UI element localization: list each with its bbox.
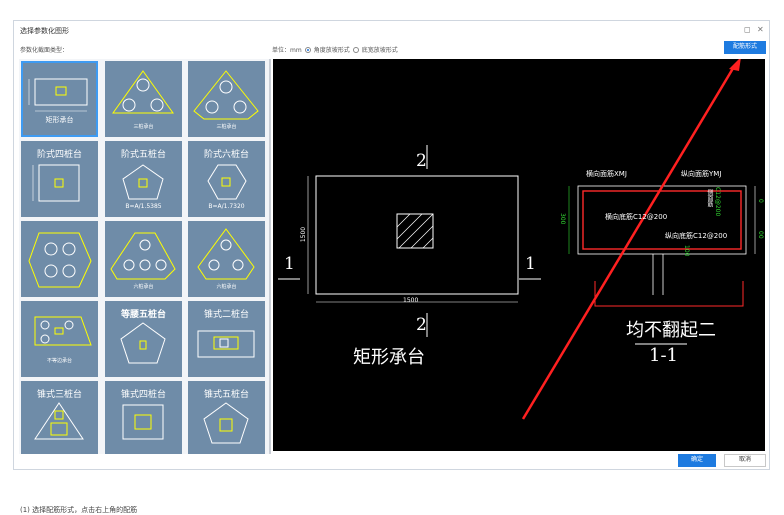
thumb-caption: 三桩承台 bbox=[216, 124, 237, 130]
title-bar: 选择参数化图形 ◻ ✕ bbox=[14, 21, 769, 39]
select-parametric-shape-dialog: 选择参数化图形 ◻ ✕ 参数化截面类型： 单位：mm 角度放坡形式 底宽放坡形式… bbox=[13, 20, 770, 470]
thumb-three-pile-cap-b[interactable]: 三桩承台 bbox=[188, 61, 265, 137]
section-dim-height: 300 bbox=[559, 213, 566, 225]
thumb-cone-five-pile[interactable]: 锥式五桩台 bbox=[188, 381, 265, 454]
shape-preview-canvas: 2 2 1 1 1500 1500 矩形承台 横向面筋XMJ 纵向面筋YMJ 横… bbox=[273, 57, 765, 451]
shape-thumbnail-list: 矩形承台 三桩承台 三桩承台 阶式四桩台 bbox=[19, 59, 271, 454]
thumb-title: 锥式三桩台 bbox=[36, 390, 82, 400]
plan-dim-width: 1500 bbox=[403, 297, 419, 304]
radio-bottom-width-slope[interactable] bbox=[352, 46, 359, 53]
thumb-six-pile-cap-a[interactable]: 六桩承台 bbox=[105, 221, 182, 297]
section-mark-bottom: 2 bbox=[416, 315, 427, 335]
rebar-bottom-y-label: 纵向底筋C12@200 bbox=[665, 232, 728, 240]
plan-caption: 矩形承台 bbox=[353, 347, 425, 368]
thumb-caption: B=A/1.5385 bbox=[125, 203, 162, 210]
section-mark-top: 2 bbox=[416, 151, 427, 171]
thumb-pile-cap-row3-a[interactable] bbox=[21, 221, 98, 297]
thumb-title: 阶式六桩台 bbox=[203, 150, 249, 160]
thumb-unequal-cap[interactable]: 不等边承台 bbox=[21, 301, 98, 377]
section-type-label: 参数化截面类型： bbox=[20, 47, 69, 54]
unit-label: 单位：mm bbox=[272, 47, 302, 54]
thumb-isosceles-five-pile[interactable]: 等腰五桩台 bbox=[105, 301, 182, 377]
section-mark-right: 1 bbox=[525, 254, 536, 274]
thumb-cone-two-pile[interactable]: 锥式二桩台 bbox=[188, 301, 265, 377]
thumb-six-pile-cap-b[interactable]: 六桩承台 bbox=[188, 221, 265, 297]
thumb-caption: B=A/1.7320 bbox=[208, 203, 245, 210]
section-dim-b: 0 bbox=[757, 199, 764, 203]
plan-dim-height: 1500 bbox=[300, 226, 308, 243]
rebar-bottom-x-label: 横向底筋C12@200 bbox=[605, 213, 668, 221]
rebar-top-x-label: 横向面筋XMJ bbox=[586, 170, 627, 178]
restore-icon[interactable]: ◻ bbox=[744, 25, 751, 34]
dialog-title: 选择参数化图形 bbox=[20, 27, 69, 35]
thumb-three-pile-cap-a[interactable]: 三桩承台 bbox=[105, 61, 182, 137]
section-name: 1-1 bbox=[649, 345, 678, 366]
thumb-title: 锥式四桩台 bbox=[120, 390, 166, 400]
side-rebar-spec: C12@200 bbox=[714, 187, 721, 217]
bottom-caption: (1) 选择配筋形式，点击右上角的配筋 bbox=[20, 506, 138, 514]
section-mark-left: 1 bbox=[284, 254, 295, 274]
thumb-stepped-six-pile[interactable]: 阶式六桩台 B=A/1.7320 bbox=[188, 141, 265, 217]
thumb-caption: 不等边承台 bbox=[46, 358, 72, 364]
thumb-rect-cap[interactable]: 矩形承台 bbox=[21, 61, 98, 137]
thumb-cone-three-pile[interactable]: 锥式三桩台 bbox=[21, 381, 98, 454]
thumb-caption: 三桩承台 bbox=[133, 124, 154, 130]
thumb-caption: 矩形承台 bbox=[45, 116, 74, 124]
thumb-title: 锥式五桩台 bbox=[203, 390, 249, 400]
thumb-title: 等腰五桩台 bbox=[120, 310, 166, 320]
ok-button[interactable]: 确定 bbox=[678, 454, 716, 467]
plan-outline bbox=[315, 175, 519, 295]
radio-angle-slope[interactable] bbox=[304, 46, 311, 53]
thumb-title: 阶式四桩台 bbox=[36, 150, 82, 160]
section-note: 均不翻起二 bbox=[626, 320, 716, 341]
thumb-stepped-five-pile[interactable]: 阶式五桩台 B=A/1.5385 bbox=[105, 141, 182, 217]
radio-angle-slope-label[interactable]: 角度放坡形式 bbox=[313, 47, 350, 54]
thumb-caption: 六桩承台 bbox=[133, 284, 154, 290]
thumb-title: 阶式五桩台 bbox=[120, 150, 166, 160]
thumb-title: 锥式二桩台 bbox=[203, 310, 249, 320]
cancel-button[interactable]: 取消 bbox=[724, 454, 766, 467]
thumb-stepped-four-pile[interactable]: 阶式四桩台 bbox=[21, 141, 98, 217]
rebar-config-button[interactable]: 配筋形式 bbox=[724, 41, 766, 54]
section-dim-a: 100 bbox=[683, 245, 690, 257]
section-rebar-outline bbox=[582, 190, 742, 250]
section-dim-c: 00 bbox=[757, 231, 764, 239]
radio-bottom-width-slope-label[interactable]: 底宽放坡形式 bbox=[361, 47, 398, 54]
column-hatch bbox=[396, 213, 434, 249]
thumbnail-scrollbar[interactable] bbox=[269, 59, 271, 454]
column-outline bbox=[396, 213, 434, 249]
thumb-caption: 六桩承台 bbox=[216, 284, 237, 290]
side-rebar-label: 侧面筋 bbox=[706, 189, 713, 207]
close-icon[interactable]: ✕ bbox=[757, 25, 764, 34]
thumb-cone-four-pile[interactable]: 锥式四桩台 bbox=[105, 381, 182, 454]
unit-bar: 单位：mm 角度放坡形式 底宽放坡形式 bbox=[272, 45, 398, 54]
preview-drawing bbox=[278, 57, 756, 420]
rebar-top-y-label: 纵向面筋YMJ bbox=[681, 170, 722, 178]
